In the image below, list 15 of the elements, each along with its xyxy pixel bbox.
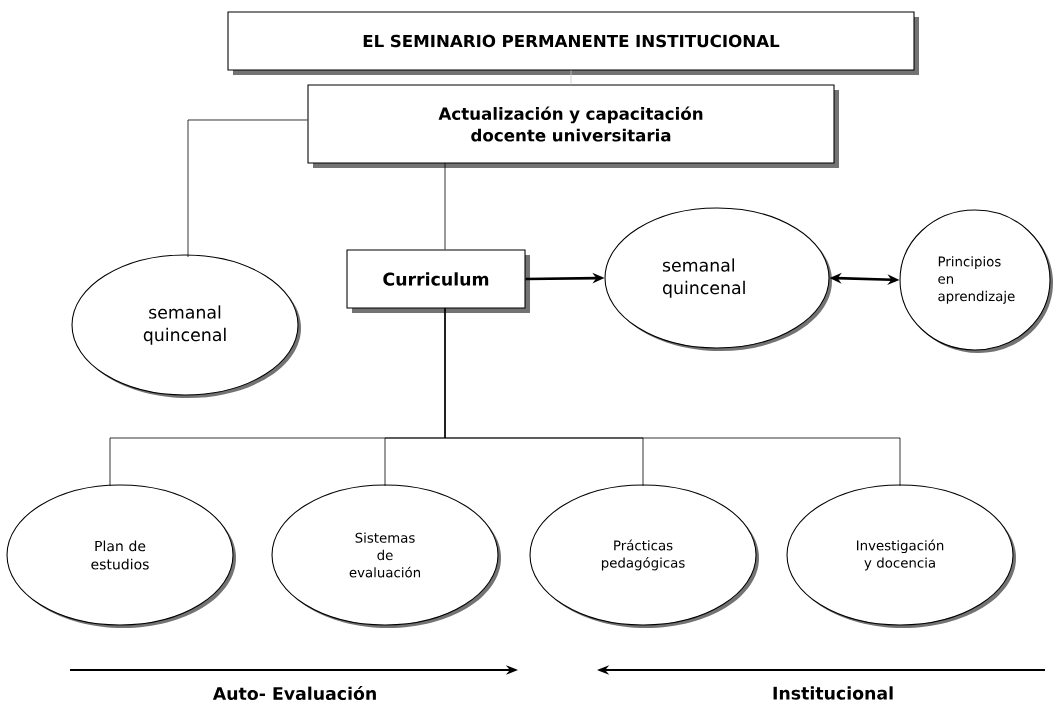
concept-box: Curriculum bbox=[346, 249, 530, 313]
ellipse-node: Sistemas de evaluación bbox=[271, 484, 501, 628]
connector-line bbox=[444, 162, 446, 250]
connector-line bbox=[444, 307, 901, 487]
ellipse-node: Investigación y docencia bbox=[786, 484, 1016, 628]
connector-line bbox=[187, 119, 308, 258]
ellipse-node: semanal quincenal bbox=[604, 207, 832, 351]
ellipse-node: Principios en aprendizaje bbox=[899, 209, 1053, 353]
concept-box: Actualización y capacitación docente universitaria bbox=[307, 84, 839, 168]
ellipse-node: semanal quincenal bbox=[71, 254, 301, 398]
title-box: EL SEMINARIO PERMANENTE INSTITUCIONAL bbox=[227, 11, 919, 75]
ellipse-node: Plan de estudios bbox=[6, 484, 236, 628]
direction-label: Auto- Evaluación bbox=[212, 685, 376, 701]
direction-label: Institucional bbox=[773, 686, 893, 700]
ellipse-node: Prácticas pedagógicas bbox=[529, 484, 759, 628]
